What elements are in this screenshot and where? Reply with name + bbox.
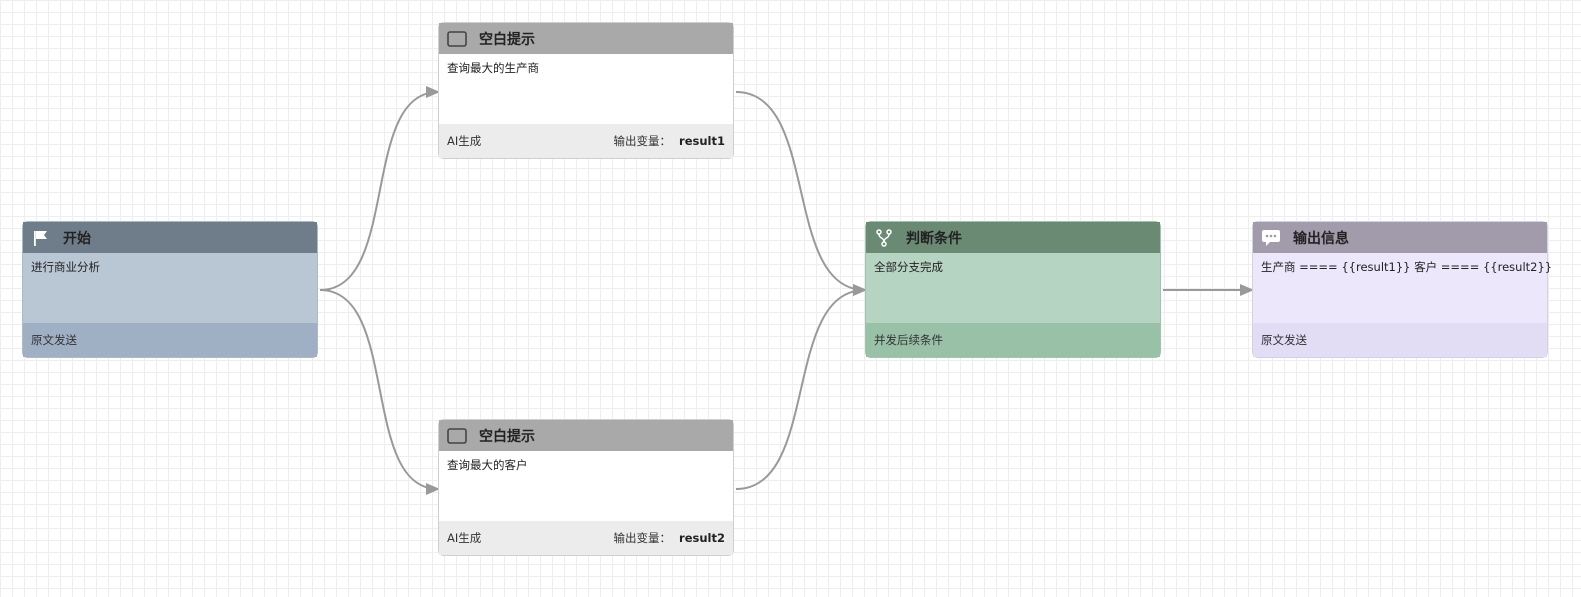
node-footer: 并发后续条件 <box>866 323 1160 357</box>
send-mode-label: 原文发送 <box>31 333 77 347</box>
prompt-node-2[interactable]: 空白提示 查询最大的客户 AI生成 输出变量： result2 <box>438 419 734 556</box>
node-body: 全部分支完成 <box>866 253 1160 323</box>
node-header: 空白提示 <box>439 420 733 451</box>
node-body: 生产商 ==== {{result1}} 客户 ==== {{result2}} <box>1253 253 1552 323</box>
chat-bubble-icon <box>1261 229 1281 247</box>
node-footer: AI生成 输出变量： result1 <box>439 124 733 158</box>
output-variable-label: 输出变量： <box>613 134 672 148</box>
node-footer: 原文发送 <box>1253 323 1547 357</box>
node-title: 空白提示 <box>479 428 535 445</box>
node-footer: AI生成 输出变量： result2 <box>439 521 733 555</box>
flag-icon <box>31 229 51 247</box>
output-variable: 输出变量： result1 <box>614 133 725 149</box>
node-title: 开始 <box>63 230 91 247</box>
node-title: 输出信息 <box>1293 230 1349 247</box>
condition-node[interactable]: 判断条件 全部分支完成 并发后续条件 <box>865 221 1161 358</box>
output-variable-label: 输出变量： <box>613 531 672 545</box>
output-variable: 输出变量： result2 <box>614 530 725 546</box>
node-body: 进行商业分析 <box>23 253 317 323</box>
output-variable-value: result2 <box>679 531 725 545</box>
send-mode-label: 原文发送 <box>1261 333 1307 347</box>
node-header: 开始 <box>23 222 317 253</box>
edge-start-to-prompt2[interactable] <box>319 289 440 495</box>
node-title: 空白提示 <box>479 31 535 48</box>
square-icon <box>447 30 467 48</box>
node-body: 查询最大的客户 <box>439 451 733 521</box>
edge-prompt2-to-condition[interactable] <box>735 284 867 490</box>
square-icon <box>447 427 467 445</box>
node-title: 判断条件 <box>906 230 962 247</box>
output-node[interactable]: 输出信息 生产商 ==== {{result1}} 客户 ==== {{resu… <box>1252 221 1552 358</box>
node-footer: 原文发送 <box>23 323 317 357</box>
node-body: 查询最大的生产商 <box>439 54 733 124</box>
edge-prompt1-to-condition[interactable] <box>735 91 867 296</box>
generation-mode-label: AI生成 <box>447 531 482 545</box>
branch-icon <box>874 228 894 247</box>
prompt-node-1[interactable]: 空白提示 查询最大的生产商 AI生成 输出变量： result1 <box>438 22 734 159</box>
node-header: 空白提示 <box>439 23 733 54</box>
generation-mode-label: AI生成 <box>447 134 482 148</box>
condition-mode-label: 并发后续条件 <box>874 333 943 347</box>
output-variable-value: result1 <box>679 134 725 148</box>
node-header: 输出信息 <box>1253 222 1547 253</box>
node-header: 判断条件 <box>866 222 1160 253</box>
start-node[interactable]: 开始 进行商业分析 原文发送 <box>22 221 318 358</box>
edge-start-to-prompt1[interactable] <box>319 86 440 291</box>
